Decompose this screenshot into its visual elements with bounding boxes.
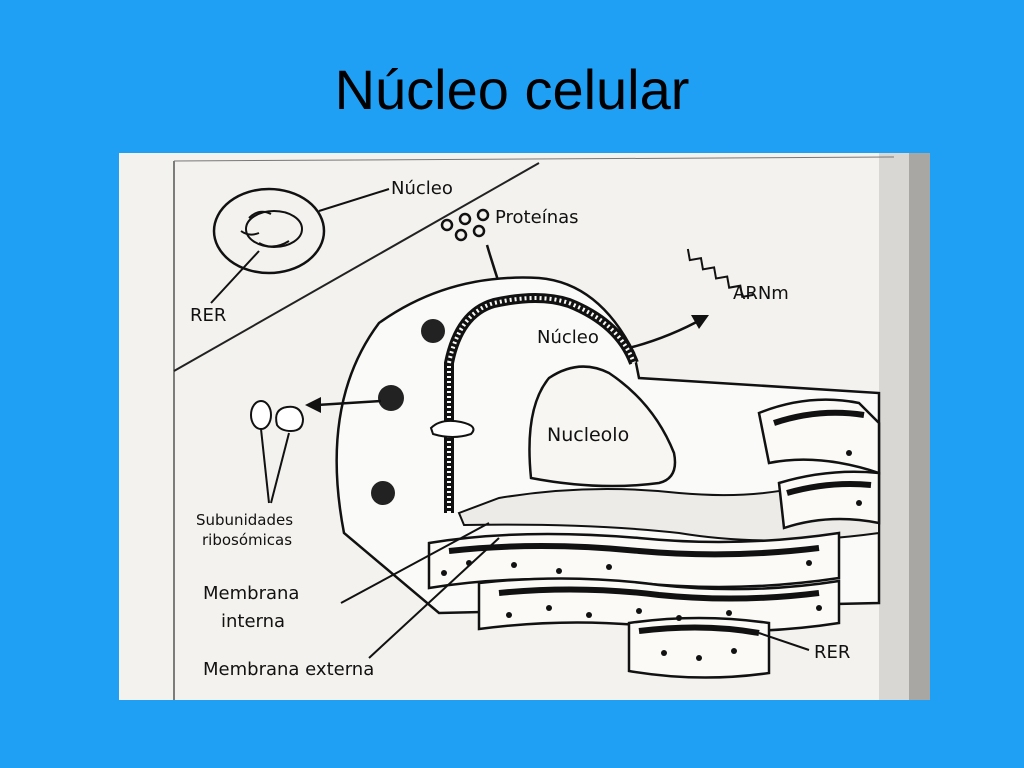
inset-divider-line bbox=[173, 162, 540, 372]
label-rer-left: RER bbox=[190, 305, 226, 326]
nuclear-pore bbox=[378, 385, 404, 411]
ribosome-large-subunit bbox=[275, 405, 305, 433]
protein-particles bbox=[440, 208, 490, 242]
ribosome-exit-blob bbox=[429, 419, 475, 438]
rer-right-leader bbox=[758, 632, 810, 651]
subunit-leader-line bbox=[270, 432, 290, 504]
mrna-strand bbox=[686, 248, 754, 299]
label-ribosomal-subunits-line1: Subunidades bbox=[196, 511, 293, 529]
label-mrna: ARNm bbox=[733, 283, 789, 304]
slide-title: Núcleo celular bbox=[334, 58, 690, 121]
label-outer-membrane: Membrana externa bbox=[203, 659, 374, 680]
label-nucleus-center: Núcleo bbox=[537, 327, 599, 348]
nucleolus bbox=[528, 365, 677, 488]
inner-membrane-leader bbox=[340, 522, 490, 604]
label-nucleolus: Nucleolo bbox=[547, 424, 629, 446]
label-nucleus-top: Núcleo bbox=[391, 178, 453, 199]
nucleus-diagram: Núcleo Proteínas RER ARNm Núcleo Nucleol… bbox=[119, 153, 930, 700]
frame-top-line bbox=[173, 156, 895, 162]
label-proteins: Proteínas bbox=[495, 207, 579, 228]
nucleoplasm-floor bbox=[457, 476, 880, 542]
rer-cisternae bbox=[427, 398, 881, 679]
nuclear-pore bbox=[371, 481, 395, 505]
outer-membrane-leader bbox=[368, 537, 500, 659]
label-rer-right: RER bbox=[814, 642, 850, 663]
rer-ribosomes bbox=[441, 450, 862, 661]
inset-cell bbox=[210, 187, 390, 304]
membrane-cutaway-hatch bbox=[447, 296, 636, 513]
subunit-export-arrow bbox=[316, 399, 382, 407]
subunit-leader-line bbox=[260, 428, 270, 504]
page-edge-dark bbox=[909, 153, 930, 700]
subunit-export-arrowhead bbox=[305, 397, 321, 413]
label-ribosomal-subunits-line2: ribosómicas bbox=[202, 531, 292, 549]
label-inner-membrane-line1: Membrana bbox=[203, 583, 299, 604]
mrna-export-arrowhead bbox=[691, 315, 709, 329]
nuclear-pore bbox=[421, 319, 445, 343]
nucleus-diagram-svg: Núcleo Proteínas RER ARNm Núcleo Nucleol… bbox=[173, 153, 930, 700]
ribosome-small-subunit bbox=[250, 400, 272, 430]
label-inner-membrane-line2: interna bbox=[221, 611, 285, 632]
